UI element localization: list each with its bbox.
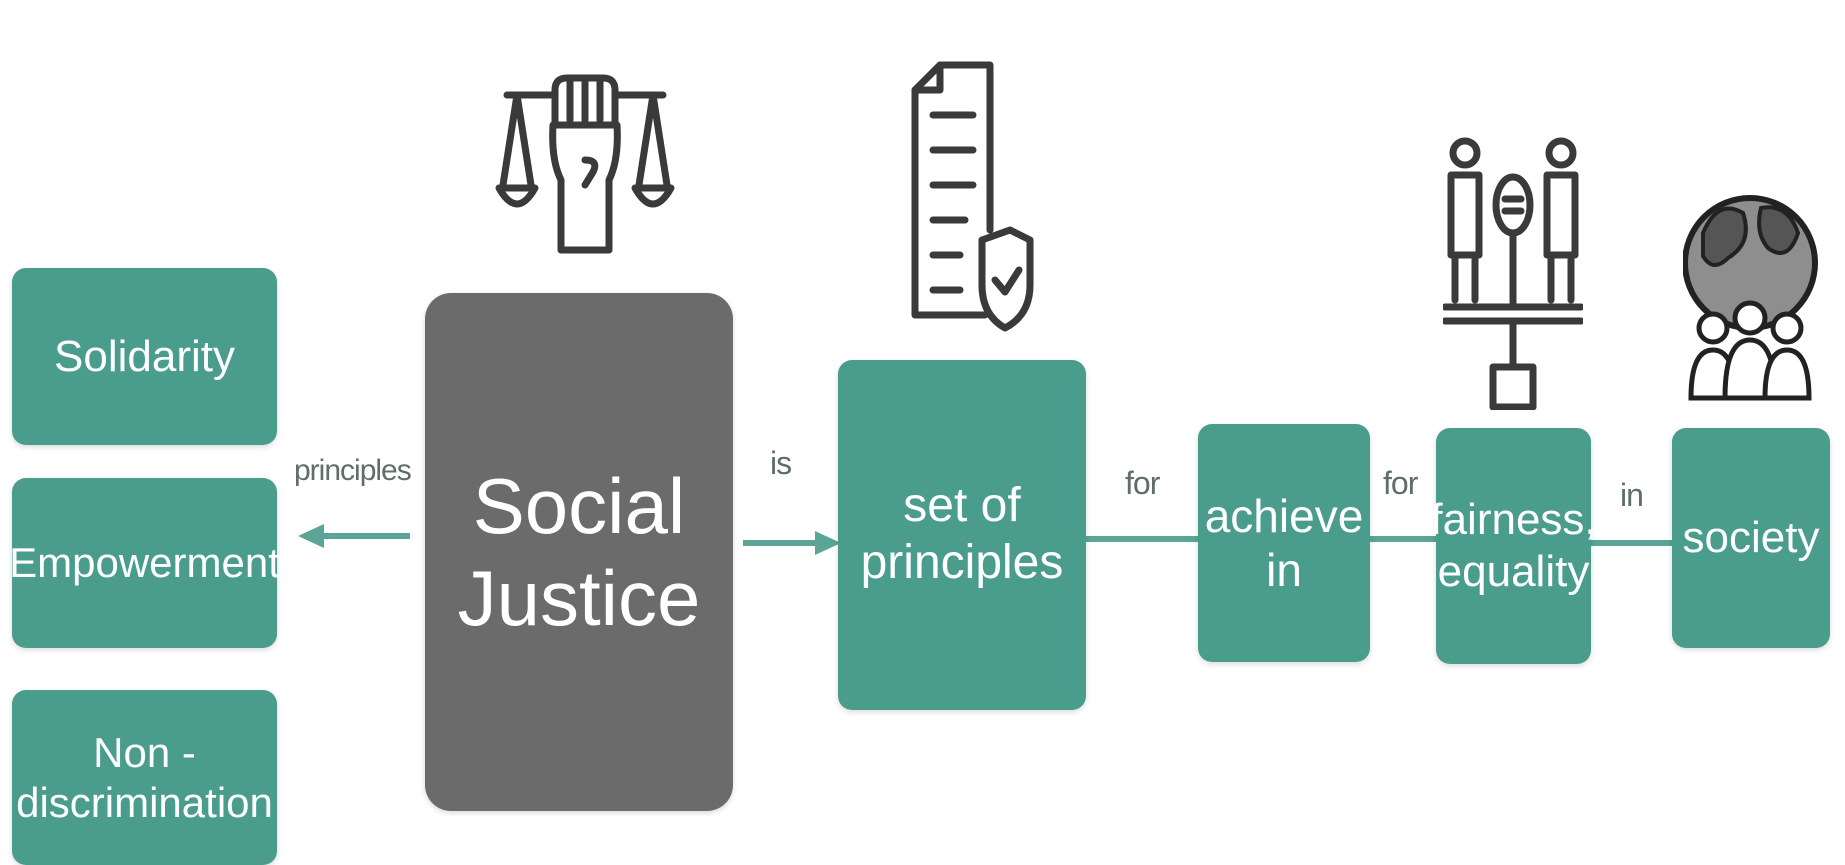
connector-for-2 [1368, 536, 1438, 542]
social-justice-label: Social Justice [457, 461, 701, 642]
edge-label-principles: principles [294, 454, 412, 487]
social-justice-node: Social Justice [425, 293, 733, 811]
connector-is [743, 540, 825, 546]
node-label: set of principles [860, 479, 1064, 589]
document-shield-icon [911, 61, 1034, 332]
node-label: society [1682, 513, 1820, 563]
fairness-equality-node: fairness, equality [1430, 428, 1597, 664]
edge-label-for-2: for [1383, 465, 1418, 501]
arrow-left-icon [298, 524, 324, 548]
node-label: achieve in [1204, 489, 1364, 596]
set-of-principles-node: set of principles [838, 360, 1086, 710]
justice-fist-scales-icon [495, 74, 675, 254]
edge-label-is: is [770, 445, 792, 481]
connector-in [1590, 540, 1675, 546]
edge-label-for-1: for [1125, 465, 1160, 501]
connector-for-1 [1085, 536, 1200, 542]
society-node: society [1672, 428, 1830, 648]
principle-solidarity: Solidarity [12, 268, 277, 445]
global-community-icon [1683, 195, 1818, 401]
principle-non-discrimination: Non - discrimination [12, 690, 277, 865]
connector-principles [310, 533, 410, 539]
edge-label-in: in [1620, 477, 1644, 513]
principle-empowerment: Empowerment [9, 478, 280, 648]
principle-label: Solidarity [54, 331, 235, 381]
node-label: fairness, equality [1430, 495, 1597, 596]
achieve-in-node: achieve in [1198, 424, 1370, 662]
principle-label: Empowerment [9, 539, 280, 587]
principle-label: Non - discrimination [16, 728, 273, 826]
arrow-right-icon [815, 531, 841, 555]
equality-people-scale-icon [1443, 137, 1583, 410]
